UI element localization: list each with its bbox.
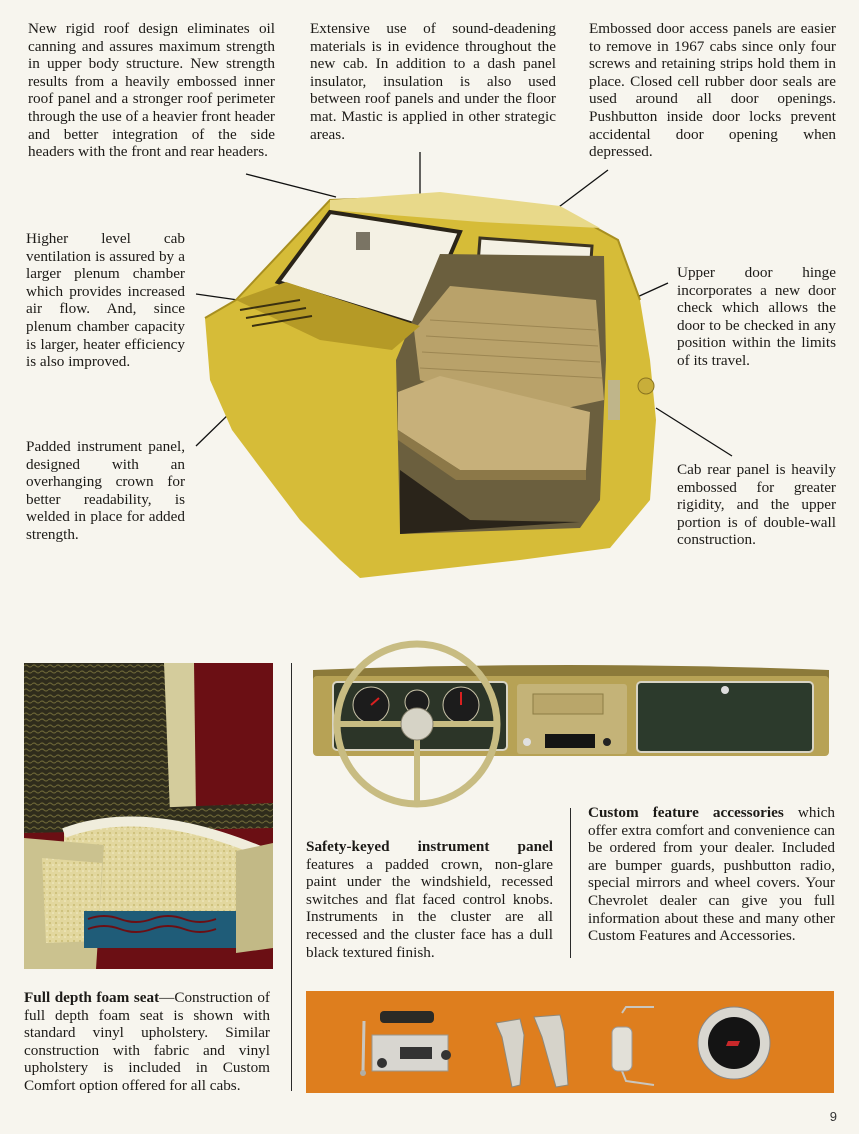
callout-sound-deadening: Extensive use of sound-deadening materia… xyxy=(310,20,556,143)
antenna-icon xyxy=(360,1020,366,1076)
cab-illustration xyxy=(195,152,733,578)
seat-caption-body: Construction of full depth foam seat is … xyxy=(24,989,270,1094)
mirror-icon xyxy=(611,1006,655,1086)
seat-caption-dash: — xyxy=(159,989,175,1006)
dash-caption-body: features a padded crown, non-glare paint… xyxy=(306,855,553,961)
callout-instrument-panel: Padded instrument panel, designed with a… xyxy=(26,438,185,543)
accessories-caption-title: Custom feature accessories xyxy=(588,804,784,821)
callout-door-panels: Embossed door access panels are easier t… xyxy=(589,20,836,161)
dash-caption: Safety-keyed instrument panel features a… xyxy=(306,838,553,961)
seat-caption: Full depth foam seat—Construction of ful… xyxy=(24,989,270,1095)
accessories-caption: Custom feature accessories which offer e… xyxy=(588,804,835,945)
accessories-caption-body: which offer extra comfort and convenienc… xyxy=(588,804,835,945)
accessories-divider xyxy=(570,808,571,958)
page-number: 9 xyxy=(829,1109,837,1124)
callout-roof: New rigid roof design eliminates oil can… xyxy=(28,20,275,161)
callout-door-hinge: Upper door hinge incorporates a new door… xyxy=(677,264,836,369)
seat-cutaway-image xyxy=(24,663,273,969)
accessories-image xyxy=(306,991,834,1093)
bumper-guards-icon xyxy=(495,1014,569,1088)
column-divider xyxy=(291,663,292,1091)
radio-icon xyxy=(371,1011,451,1072)
callout-rear-panel: Cab rear panel is heavily embossed for g… xyxy=(677,461,836,549)
instrument-panel-image xyxy=(313,640,829,808)
seat-caption-title: Full depth foam seat xyxy=(24,989,160,1006)
dash-caption-title: Safety-keyed instrument panel xyxy=(306,838,553,855)
callout-ventilation: Higher level cab ventilation is assured … xyxy=(26,230,185,371)
wheel-cover-icon xyxy=(697,1006,771,1080)
